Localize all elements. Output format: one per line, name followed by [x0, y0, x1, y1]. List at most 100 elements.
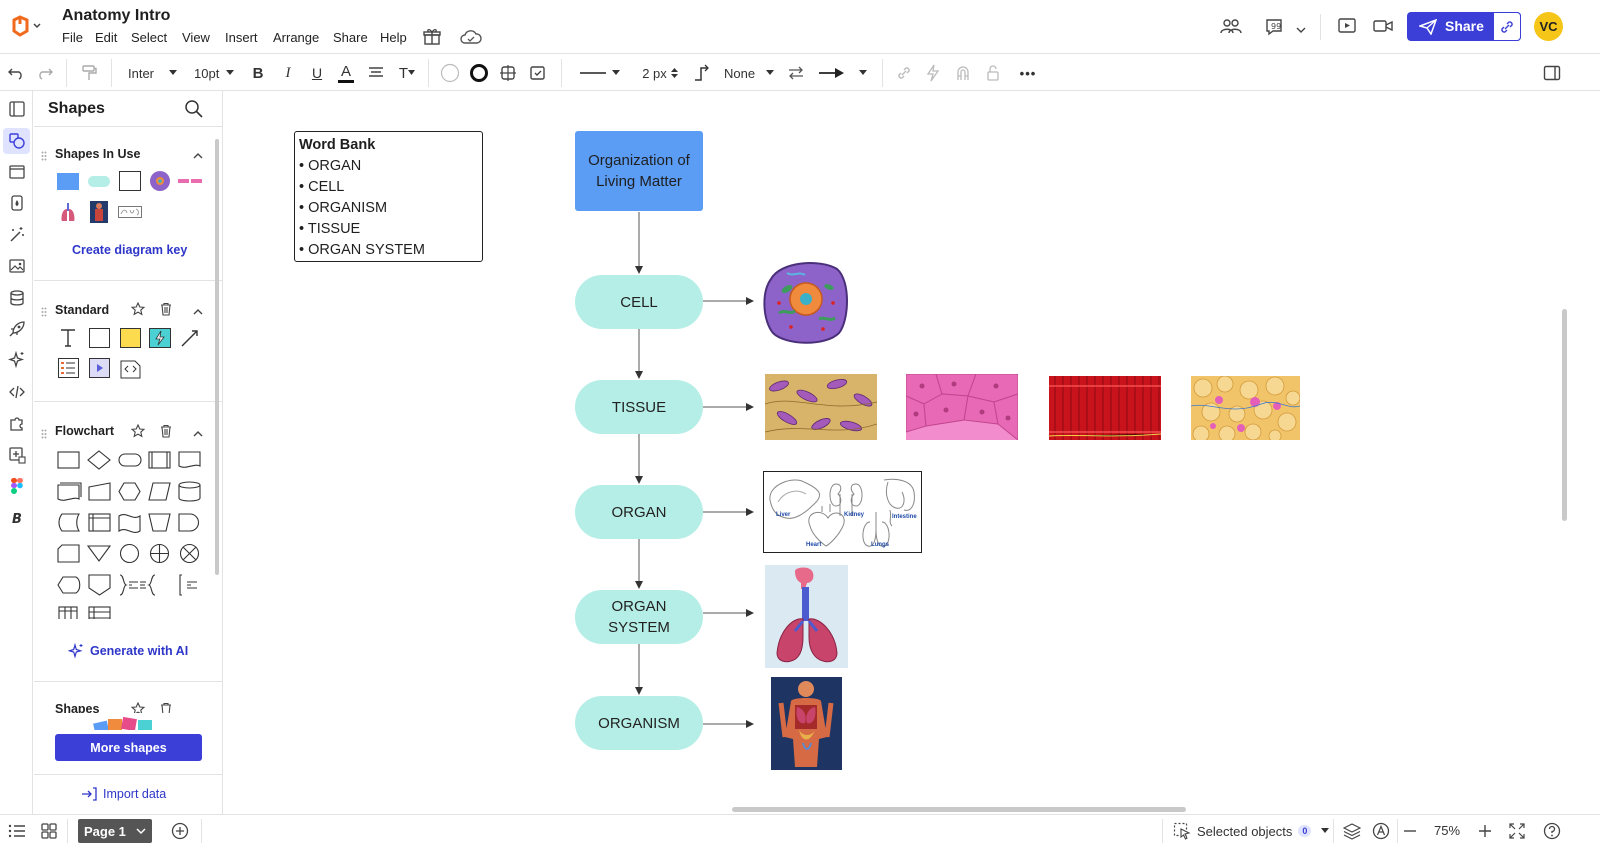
- menu-file[interactable]: File: [62, 30, 83, 45]
- preparation-shape[interactable]: [118, 482, 141, 501]
- database-shape[interactable]: [178, 481, 201, 502]
- cloud-saved-icon[interactable]: [460, 29, 482, 50]
- menu-edit[interactable]: Edit: [95, 30, 118, 45]
- image-icon[interactable]: [6, 255, 27, 276]
- menu-arrange[interactable]: Arrange: [273, 30, 320, 45]
- sticky-note-shape[interactable]: [118, 327, 142, 349]
- delete-trash-icon[interactable]: [160, 302, 172, 321]
- italic-button[interactable]: I: [285, 64, 291, 81]
- page-tab[interactable]: Page 1: [78, 819, 152, 843]
- lungs-image-thumbnail[interactable]: [56, 201, 80, 223]
- style-check-icon[interactable]: [527, 55, 549, 91]
- code-icon[interactable]: [6, 381, 27, 402]
- underline-button[interactable]: U: [311, 65, 323, 81]
- shape-options-icon[interactable]: [497, 55, 519, 91]
- more-options-button[interactable]: •••: [1019, 65, 1037, 81]
- arrow-end-select[interactable]: [815, 55, 870, 91]
- swap-arrows-icon[interactable]: [785, 55, 807, 91]
- app-logo-icon[interactable]: [10, 14, 44, 38]
- page-list-icon[interactable]: [8, 823, 26, 844]
- text-color-button[interactable]: A: [336, 55, 356, 91]
- arrow-line-shape[interactable]: [178, 327, 202, 349]
- accessibility-icon[interactable]: [1372, 822, 1390, 845]
- zoom-out-icon[interactable]: [1402, 822, 1418, 845]
- adipose-tissue-image[interactable]: [1191, 376, 1300, 440]
- data-io-shape[interactable]: [148, 482, 171, 501]
- favorite-star-icon[interactable]: [130, 423, 146, 443]
- predefined-process-shape[interactable]: [148, 451, 171, 469]
- line-width-select[interactable]: 2 px: [635, 55, 685, 91]
- menu-select[interactable]: Select: [131, 30, 168, 45]
- integrations-puzzle-icon[interactable]: [6, 412, 27, 433]
- add-integration-icon[interactable]: [6, 444, 27, 465]
- swimlane-vertical-shape[interactable]: [58, 606, 78, 625]
- paper-tape-shape[interactable]: [118, 514, 141, 533]
- shapes-panel-icon[interactable]: [3, 128, 30, 154]
- action-button-shape[interactable]: [148, 327, 172, 349]
- organs-image-thumbnail[interactable]: [118, 201, 142, 223]
- collapse-chevron-icon[interactable]: [192, 426, 204, 444]
- present-icon[interactable]: [1337, 17, 1357, 40]
- diagram-canvas[interactable]: Word Bank • ORGAN • CELL • ORGANISM • TI…: [223, 91, 1600, 814]
- organ-system-level-node[interactable]: ORGAN SYSTEM: [575, 590, 703, 644]
- import-data-button[interactable]: Import data: [81, 787, 166, 801]
- teal-terminator-shape[interactable]: [87, 170, 111, 192]
- comment-dropdown-chevron-icon[interactable]: [1295, 22, 1307, 40]
- frame-icon[interactable]: [6, 161, 27, 182]
- organs-illustration-image[interactable]: Liver Kidney Intestine Heart Lungs: [763, 471, 922, 553]
- manual-input-shape[interactable]: [88, 482, 111, 501]
- connector-style-icon[interactable]: [690, 55, 712, 91]
- delete-trash-icon[interactable]: [160, 424, 172, 443]
- rocket-icon[interactable]: [6, 318, 27, 339]
- terminator-shape[interactable]: [118, 453, 142, 467]
- favorite-star-icon[interactable]: [130, 701, 146, 713]
- collapse-chevron-icon[interactable]: [192, 304, 204, 322]
- pages-panel-icon[interactable]: [6, 98, 27, 119]
- merge-shape[interactable]: [86, 545, 112, 562]
- right-panel-toggle-icon[interactable]: [1541, 55, 1563, 91]
- off-page-connector-shape[interactable]: [88, 574, 111, 596]
- drag-handle-icon[interactable]: [41, 148, 47, 166]
- list-shape[interactable]: [56, 357, 80, 379]
- copy-link-button[interactable]: [1493, 12, 1521, 41]
- organization-header-box[interactable]: Organization of Living Matter: [575, 131, 703, 211]
- summing-junction-shape[interactable]: [149, 543, 170, 564]
- gift-icon[interactable]: [423, 28, 441, 51]
- document-title[interactable]: Anatomy Intro: [62, 7, 171, 24]
- link-icon[interactable]: [893, 55, 915, 91]
- themes-icon[interactable]: [6, 192, 27, 213]
- lightning-action-icon[interactable]: [922, 55, 944, 91]
- more-shapes-button[interactable]: More shapes: [55, 734, 202, 761]
- magic-wand-icon[interactable]: [6, 224, 27, 245]
- or-shape[interactable]: [179, 543, 200, 564]
- delete-trash-icon[interactable]: [160, 702, 172, 713]
- ai-sparkle-icon[interactable]: [6, 349, 27, 370]
- video-embed-shape[interactable]: [87, 357, 111, 379]
- swimlane-horizontal-shape[interactable]: [88, 606, 111, 625]
- loop-limit-shape[interactable]: [57, 544, 80, 563]
- user-avatar[interactable]: VC: [1534, 12, 1563, 41]
- stored-data-shape[interactable]: [58, 513, 80, 532]
- zoom-level[interactable]: 75%: [1434, 823, 1461, 838]
- organism-level-node[interactable]: ORGANISM: [575, 696, 703, 750]
- manual-operation-shape[interactable]: [148, 513, 171, 532]
- favorite-star-icon[interactable]: [130, 301, 146, 321]
- connector-shape[interactable]: [119, 543, 140, 564]
- line-color-icon[interactable]: [468, 55, 490, 91]
- rectangle-shape[interactable]: [87, 327, 111, 349]
- add-page-icon[interactable]: [171, 822, 189, 845]
- annotation-brace-shape[interactable]: [119, 574, 138, 596]
- fill-color-icon[interactable]: [439, 55, 461, 91]
- canvas-vertical-scrollbar[interactable]: [1562, 309, 1567, 521]
- search-icon[interactable]: [184, 99, 204, 124]
- comment-icon[interactable]: 99: [1264, 17, 1284, 42]
- help-icon[interactable]: [1543, 822, 1561, 845]
- collaborators-icon[interactable]: [1219, 17, 1243, 40]
- blue-rectangle-shape[interactable]: [56, 170, 80, 192]
- zoom-in-icon[interactable]: [1477, 822, 1493, 845]
- brand-b-icon[interactable]: B: [6, 507, 27, 528]
- cell-level-node[interactable]: CELL: [575, 275, 703, 329]
- fit-to-screen-icon[interactable]: [1508, 822, 1526, 845]
- format-painter-icon[interactable]: [78, 55, 100, 91]
- magnet-icon[interactable]: [952, 55, 974, 91]
